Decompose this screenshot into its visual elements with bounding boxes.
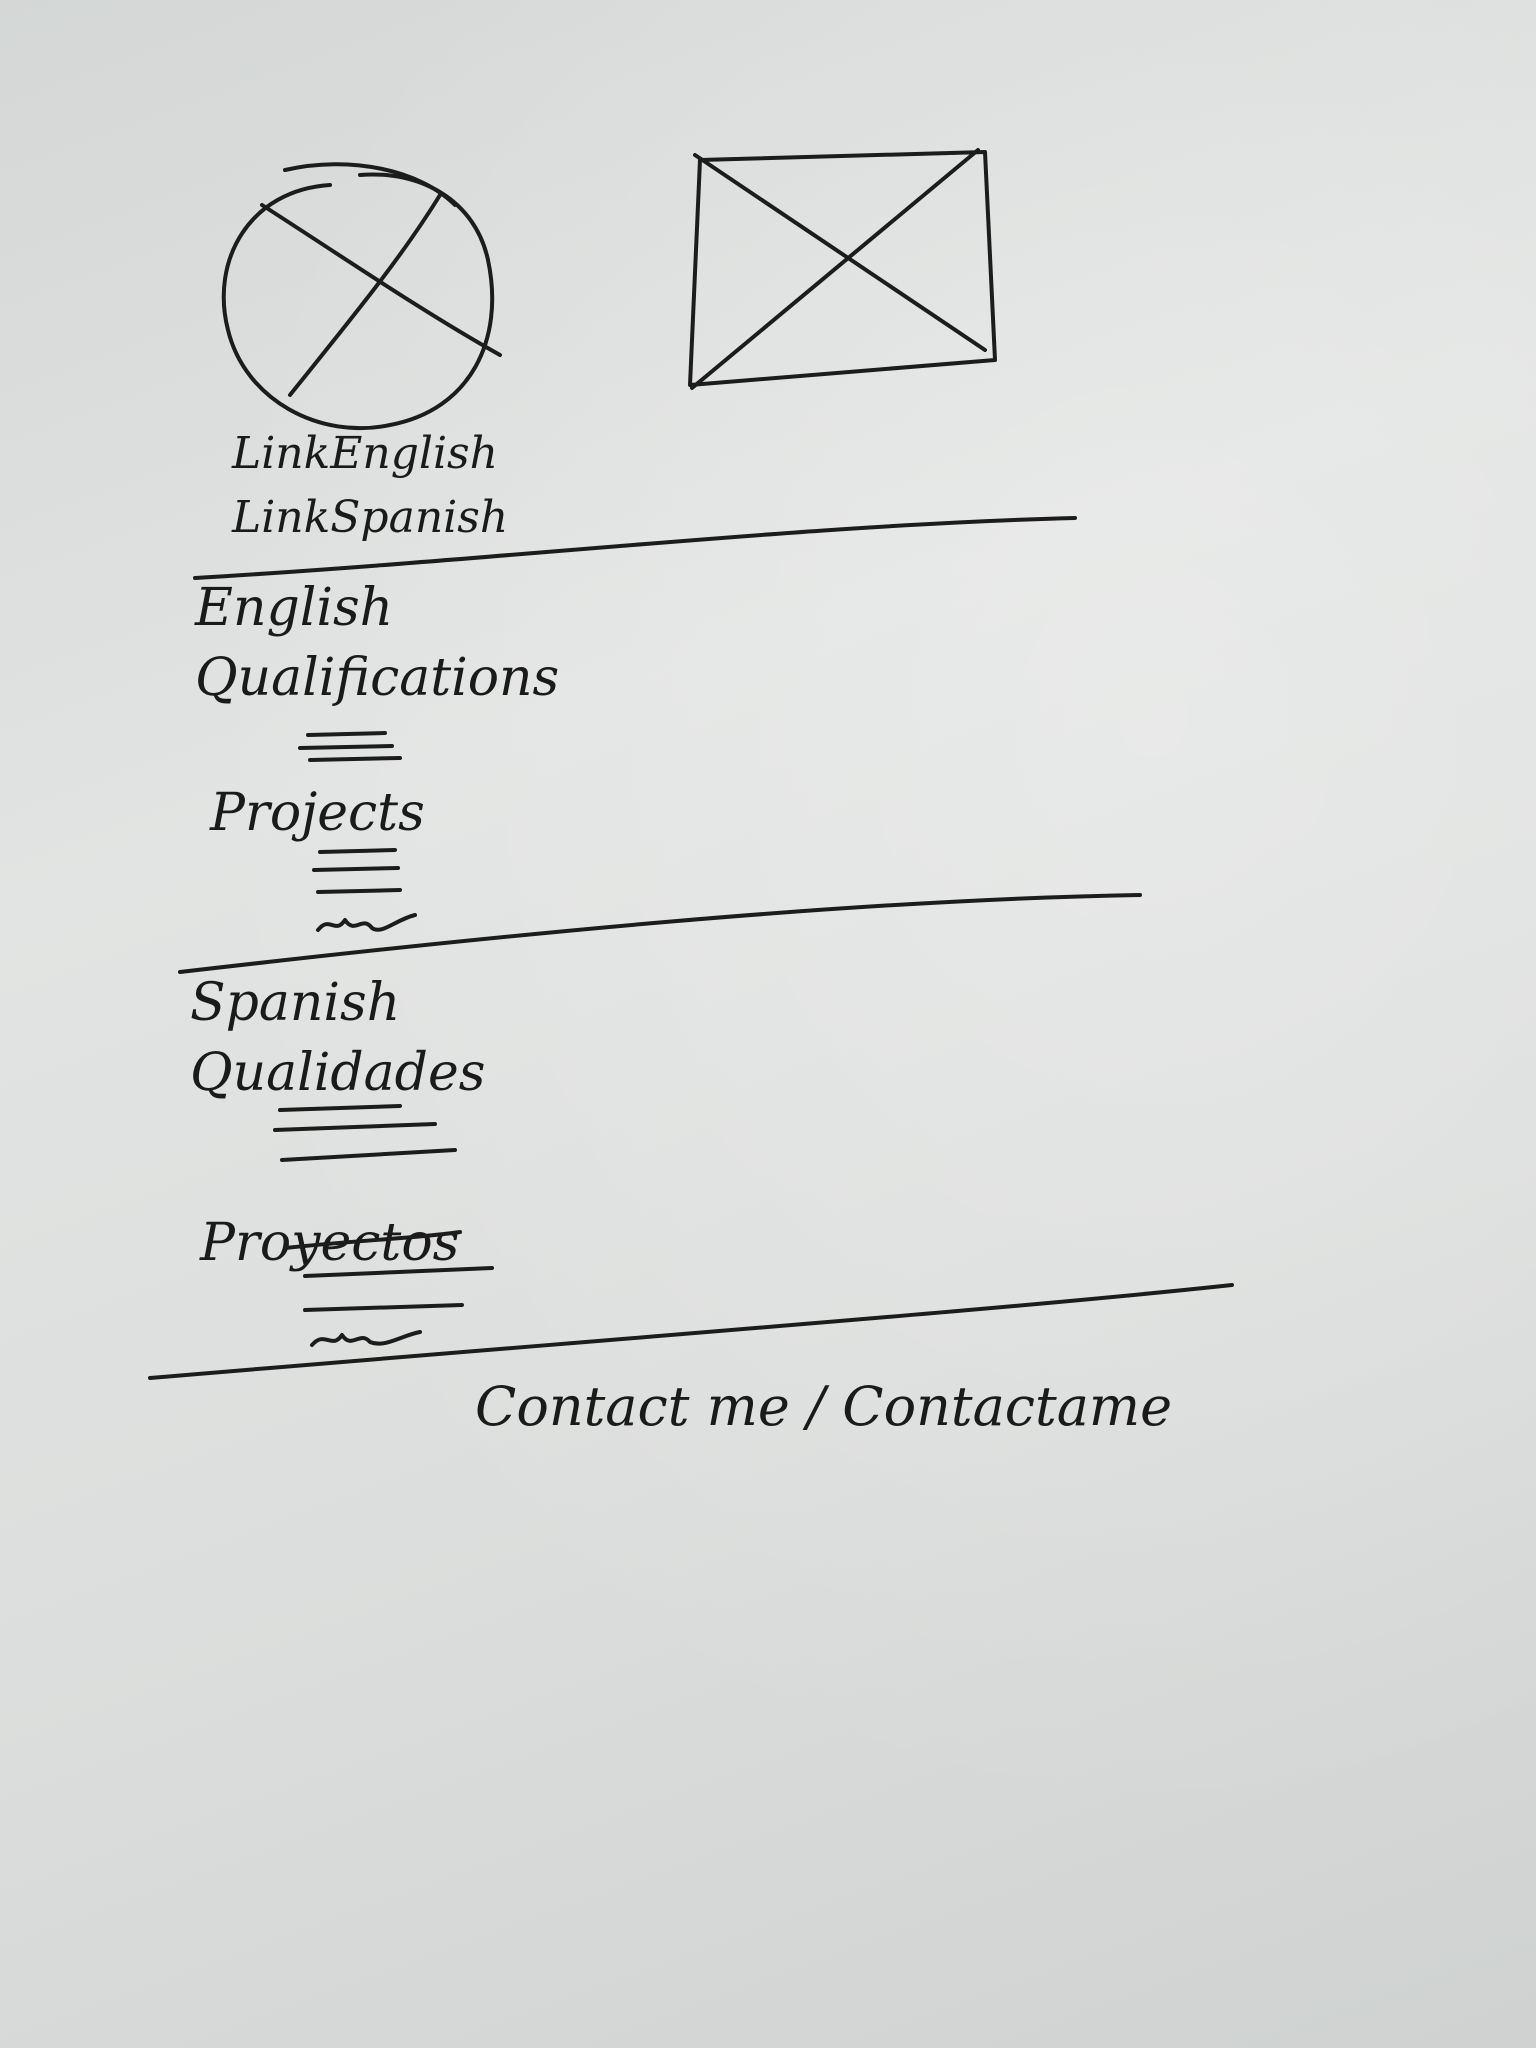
english-projects-text-lines — [312, 848, 417, 932]
avatar-placeholder-icon[interactable] — [221, 162, 502, 431]
spanish-qualifications-label: Qualidades — [190, 1043, 485, 1103]
english-qualifications-label: Qualifications — [195, 648, 559, 708]
section-divider — [148, 1283, 1234, 1380]
english-qualifications-text-lines — [298, 731, 402, 762]
section-divider — [178, 893, 1142, 974]
spanish-qualifications-text-lines — [273, 1104, 457, 1162]
spanish-projects-text-lines — [283, 1230, 494, 1347]
section-divider — [193, 516, 1077, 580]
contact-link[interactable]: Contact me / Contactame — [475, 1375, 1172, 1438]
spanish-heading: Spanish — [190, 973, 400, 1033]
banner-placeholder-icon[interactable] — [688, 148, 997, 390]
link-spanish[interactable]: LinkSpanish — [231, 492, 508, 543]
english-projects-label: Projects — [209, 783, 425, 843]
link-english[interactable]: LinkEnglish — [231, 428, 498, 479]
english-heading: English — [194, 578, 393, 638]
